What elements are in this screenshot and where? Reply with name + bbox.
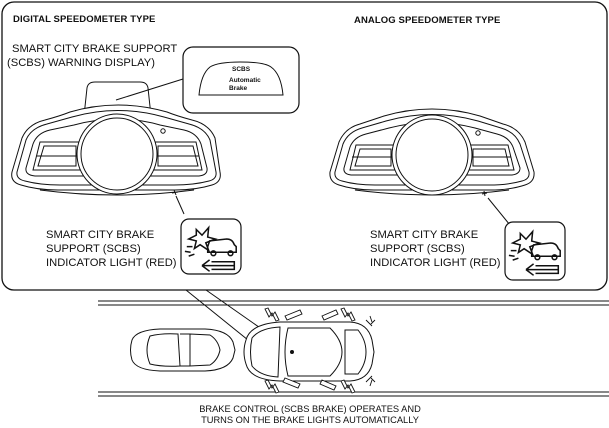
analog-instrument-cluster [329, 108, 535, 196]
warning-display-callout [115, 46, 300, 114]
indicator-digital-line-3: INDICATOR LIGHT (RED) [46, 257, 177, 269]
scbs-indicator-icon [508, 229, 561, 276]
scbs-indicator-icon [184, 225, 237, 272]
display-screen-line-3: Brake [229, 85, 248, 92]
indicator-digital-line-1: SMART CITY BRAKE [46, 229, 155, 241]
header-digital: DIGITAL SPEEDOMETER TYPE [13, 14, 156, 25]
warning-display-label-line-2: (SCBS) WARNING DISPLAY) [7, 57, 155, 69]
car-callout-tail [185, 289, 267, 341]
diagram-frame [1, 1, 608, 291]
indicator-analog-line-1: SMART CITY BRAKE [370, 229, 479, 241]
indicator-analog-line-3: INDICATOR LIGHT (RED) [370, 257, 501, 269]
scbs-equipped-car [243, 321, 375, 382]
indicator-digital-line-2: SUPPORT (SCBS) [46, 243, 141, 255]
caption-line-1: BRAKE CONTROL (SCBS BRAKE) OPERATES AND [199, 404, 421, 414]
digital-indicator-callout [171, 189, 242, 275]
digital-instrument-cluster [11, 81, 221, 196]
display-screen-line-2: Automatic [229, 77, 261, 84]
analog-indicator-callout [481, 190, 566, 281]
display-screen-line-1: SCBS [232, 66, 251, 73]
warning-display-label-line-1: SMART CITY BRAKE SUPPORT [12, 43, 178, 55]
indicator-analog-line-2: SUPPORT (SCBS) [370, 243, 465, 255]
leading-car [130, 328, 236, 372]
caption-line-2: TURNS ON THE BRAKE LIGHTS AUTOMATICALLY [201, 415, 419, 425]
brake-light-icon [264, 307, 376, 394]
header-analog: ANALOG SPEEDOMETER TYPE [354, 15, 501, 26]
